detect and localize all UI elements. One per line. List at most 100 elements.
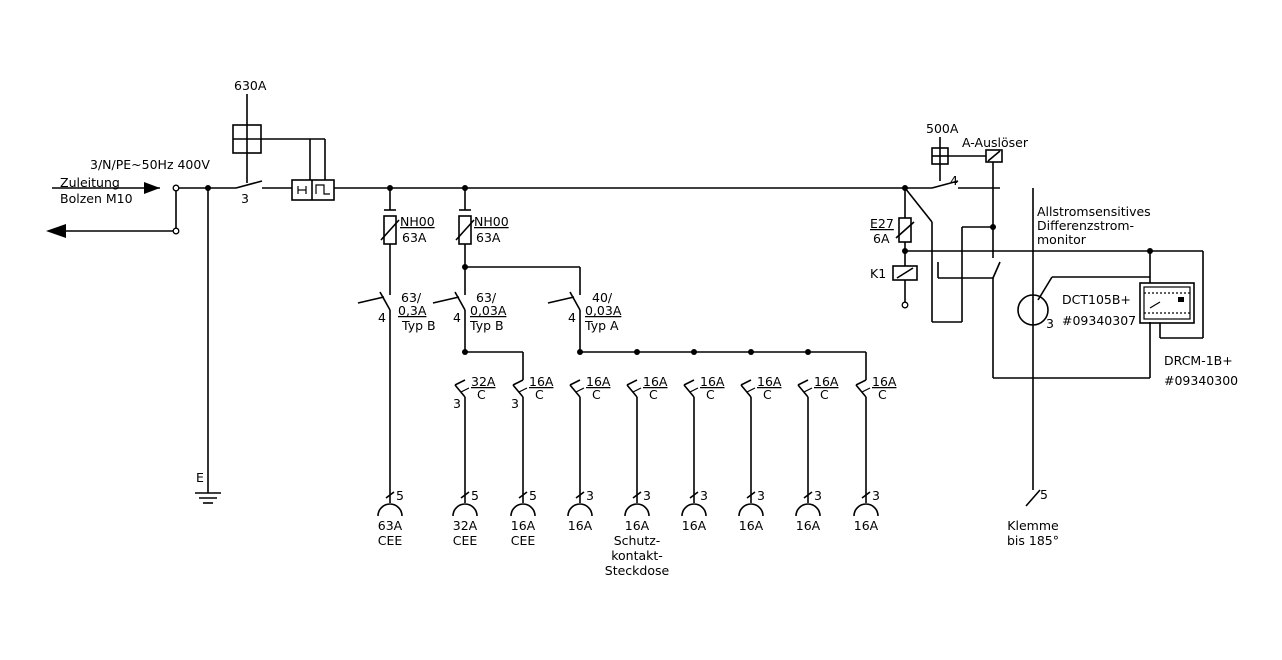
main-switch-icon	[235, 180, 263, 189]
mcb-curve: C	[535, 387, 544, 402]
outlet-rating: 16A	[511, 518, 536, 533]
socket-outlet-icon	[510, 503, 536, 517]
breaker-switch-icon	[931, 180, 959, 189]
control-fuse-rating: 6A	[873, 231, 890, 246]
outlet-9: 3 16A	[853, 488, 880, 533]
monitor-name: DRCM-1B+	[1164, 353, 1233, 368]
svg-text:4: 4	[378, 310, 386, 325]
socket-outlet-icon	[795, 503, 821, 517]
return-arrow-icon	[46, 224, 66, 238]
socket-outlet-icon	[452, 503, 478, 517]
svg-text:monitor: monitor	[1037, 232, 1087, 247]
outlet-kind: CEE	[378, 533, 403, 548]
mcb-switch-icon	[626, 379, 638, 386]
outlet-rating: 32A	[453, 518, 478, 533]
release-block-icon	[291, 179, 335, 201]
mcb-rating: 16A	[529, 374, 554, 389]
rcd-1: 4 63/ 0,3A Typ B	[357, 290, 436, 490]
outlet-rating: 16A	[796, 518, 821, 533]
nh-fuse-1: NH00 63A	[380, 188, 435, 295]
nh-fuse-rating: 63A	[402, 230, 427, 245]
socket-outlet-icon	[624, 503, 650, 517]
outlet-poles: 3	[757, 488, 765, 503]
mcb-curve: C	[706, 387, 715, 402]
svg-text:63/: 63/	[401, 290, 422, 305]
outlet-poles: 5	[396, 488, 404, 503]
nh-fuse-2: NH00 63A	[455, 188, 581, 295]
shunt-release-icon	[985, 149, 1003, 163]
feed-label-2: Bolzen M10	[60, 191, 133, 206]
monitor-number: #09340300	[1164, 373, 1238, 388]
outlet-7: 3 16A	[738, 488, 765, 533]
rcd-switch-icon	[379, 291, 391, 311]
schuko-label: Schutz- kontakt- Steckdose	[605, 533, 670, 578]
svg-text:Differenzstrom-: Differenzstrom-	[1037, 218, 1134, 233]
mcb-switch-icon	[740, 379, 752, 386]
monitoring-section: 500A A-Auslöser 4 E27 6A	[870, 121, 1238, 548]
rcd-switch-icon	[454, 291, 466, 311]
terminal-dot	[172, 227, 180, 235]
outlet-rating: 16A	[568, 518, 593, 533]
svg-text:4: 4	[950, 173, 958, 188]
svg-text:Steckdose: Steckdose	[605, 563, 670, 578]
nh-fuse-type: NH00	[474, 214, 509, 229]
mcb-rating: 32A	[471, 374, 496, 389]
outlet-rating: 16A	[625, 518, 650, 533]
svg-text:0,3A: 0,3A	[398, 303, 427, 318]
main-switch-poles: 3	[241, 191, 249, 206]
mcb-curve: C	[878, 387, 887, 402]
outlet-poles: 5	[471, 488, 479, 503]
terminal-dot	[172, 184, 180, 192]
outlet-group: 563ACEE532ACEE516ACEE316A316A316A316A316…	[377, 488, 880, 548]
outlet-rating: 16A	[739, 518, 764, 533]
outlet-rating: 63A	[378, 518, 403, 533]
outlet-poles: 3	[700, 488, 708, 503]
outlet-poles: 3	[872, 488, 880, 503]
outlet-poles: 3	[586, 488, 594, 503]
svg-text:4: 4	[568, 310, 576, 325]
feed-label-1: Zuleitung	[60, 175, 120, 190]
feed-arrow-icon	[144, 182, 160, 194]
mcb-rating: 16A	[814, 374, 839, 389]
mcb-curve: C	[820, 387, 829, 402]
mcb-rating: 16A	[700, 374, 725, 389]
transformer-name: DCT105B+	[1062, 292, 1131, 307]
mcb-poles: 3	[453, 396, 461, 411]
svg-text:0,03A: 0,03A	[585, 303, 622, 318]
outlet-rating: 16A	[854, 518, 879, 533]
svg-text:kontakt-: kontakt-	[611, 548, 663, 563]
mcb-rating: 16A	[643, 374, 668, 389]
socket-outlet-icon	[853, 503, 879, 517]
outlet-4: 3 16A	[567, 488, 594, 533]
breaker-fuse-label: 500A	[926, 121, 959, 136]
mcb-poles: 3	[511, 396, 519, 411]
svg-text:5: 5	[1040, 487, 1048, 502]
svg-text:40/: 40/	[592, 290, 613, 305]
outlet-kind: CEE	[511, 533, 536, 548]
terminal-icon	[1025, 489, 1041, 507]
mcb-switch-icon	[855, 379, 867, 386]
supply-section: 3/N/PE~50Hz 400V Zuleitung Bolzen M10 E …	[46, 78, 932, 504]
drcm-device-icon	[1139, 282, 1195, 324]
svg-text:63/: 63/	[476, 290, 497, 305]
rcd-3: 4 40/ 0,03A Typ A	[547, 290, 867, 380]
mcb-switch-icon	[683, 379, 695, 386]
svg-text:Typ A: Typ A	[584, 318, 619, 333]
nh-fuse-type: NH00	[400, 214, 435, 229]
svg-text:3: 3	[1046, 316, 1054, 331]
socket-outlet-icon	[377, 503, 403, 517]
transformer-number: #09340307	[1062, 313, 1136, 328]
control-fuse-type: E27	[870, 216, 894, 231]
